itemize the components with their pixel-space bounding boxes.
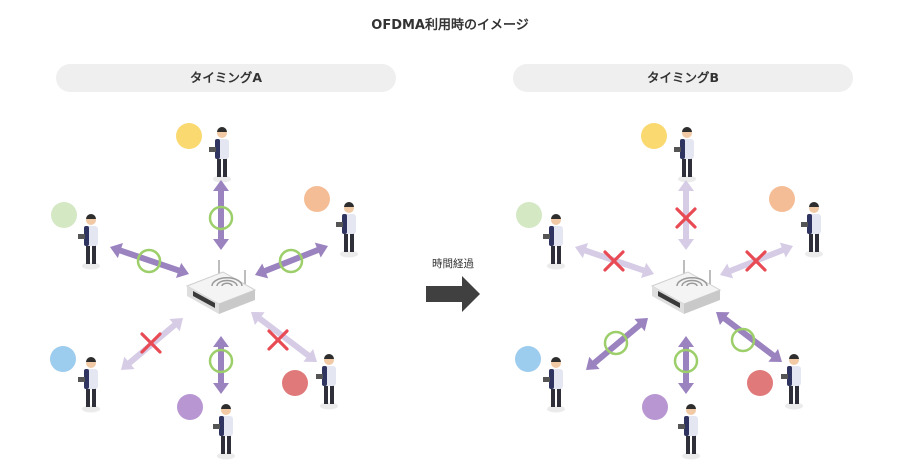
device-dot-yellow xyxy=(641,123,667,149)
link-arrow-yellow xyxy=(678,180,694,250)
ng-cross-icon xyxy=(675,207,697,229)
device-dot-green xyxy=(516,202,542,228)
link-red xyxy=(251,312,338,410)
link-yellow xyxy=(176,123,234,250)
link-purple xyxy=(177,336,235,460)
router-icon xyxy=(185,260,257,314)
link-blue xyxy=(50,318,183,413)
ok-circle-icon xyxy=(673,348,699,374)
link-arrow-orange xyxy=(255,242,328,279)
ng-cross-icon xyxy=(140,332,162,354)
device-dot-orange xyxy=(304,186,330,212)
link-arrow-red xyxy=(251,312,317,362)
device-dot-yellow xyxy=(176,123,202,149)
device-dot-purple xyxy=(177,394,203,420)
person-icon xyxy=(316,354,338,410)
person-icon xyxy=(78,214,100,270)
device-dot-blue xyxy=(515,346,541,372)
link-orange xyxy=(720,186,823,279)
device-dot-red xyxy=(282,370,308,396)
link-green xyxy=(516,202,654,279)
link-blue xyxy=(515,318,648,413)
device-dot-red xyxy=(747,370,773,396)
diagram-title: OFDMA利用時のイメージ xyxy=(371,18,529,33)
link-arrow-purple xyxy=(678,336,694,394)
person-icon xyxy=(801,202,823,258)
ok-circle-icon xyxy=(208,348,234,374)
ok-circle-icon xyxy=(730,327,756,353)
link-purple xyxy=(642,336,700,460)
person-icon xyxy=(213,404,235,460)
link-arrow-red xyxy=(716,312,782,362)
timing-b-label: タイミングB xyxy=(513,64,853,92)
person-icon xyxy=(78,357,100,413)
device-dot-blue xyxy=(50,346,76,372)
time-elapsed-label: 時間経過 xyxy=(432,258,474,270)
time-arrow-icon xyxy=(426,276,480,312)
link-red xyxy=(716,312,803,410)
link-arrow-yellow xyxy=(213,180,229,250)
person-icon xyxy=(543,214,565,270)
link-arrow-purple xyxy=(213,336,229,394)
link-arrow-blue xyxy=(586,318,648,370)
link-orange xyxy=(255,186,358,279)
device-dot-green xyxy=(51,202,77,228)
link-yellow xyxy=(641,123,697,250)
ng-cross-icon xyxy=(745,250,767,272)
ok-circle-icon xyxy=(136,248,162,274)
ng-cross-icon xyxy=(603,250,625,272)
device-dot-orange xyxy=(769,186,795,212)
link-arrow-green xyxy=(110,242,189,279)
person-icon xyxy=(543,357,565,413)
ok-circle-icon xyxy=(603,330,629,356)
ok-circle-icon xyxy=(208,205,234,231)
person-icon xyxy=(209,127,231,183)
person-icon xyxy=(674,127,696,183)
ok-circle-icon xyxy=(278,248,304,274)
person-icon xyxy=(781,354,803,410)
link-green xyxy=(51,202,189,279)
timing-a-label: タイミングA xyxy=(56,64,396,92)
timing-b-panel xyxy=(515,123,823,460)
ng-cross-icon xyxy=(267,329,289,351)
person-icon xyxy=(678,404,700,460)
router-icon xyxy=(650,260,722,314)
device-dot-purple xyxy=(642,394,668,420)
timing-a-panel xyxy=(50,123,358,460)
person-icon xyxy=(336,202,358,258)
